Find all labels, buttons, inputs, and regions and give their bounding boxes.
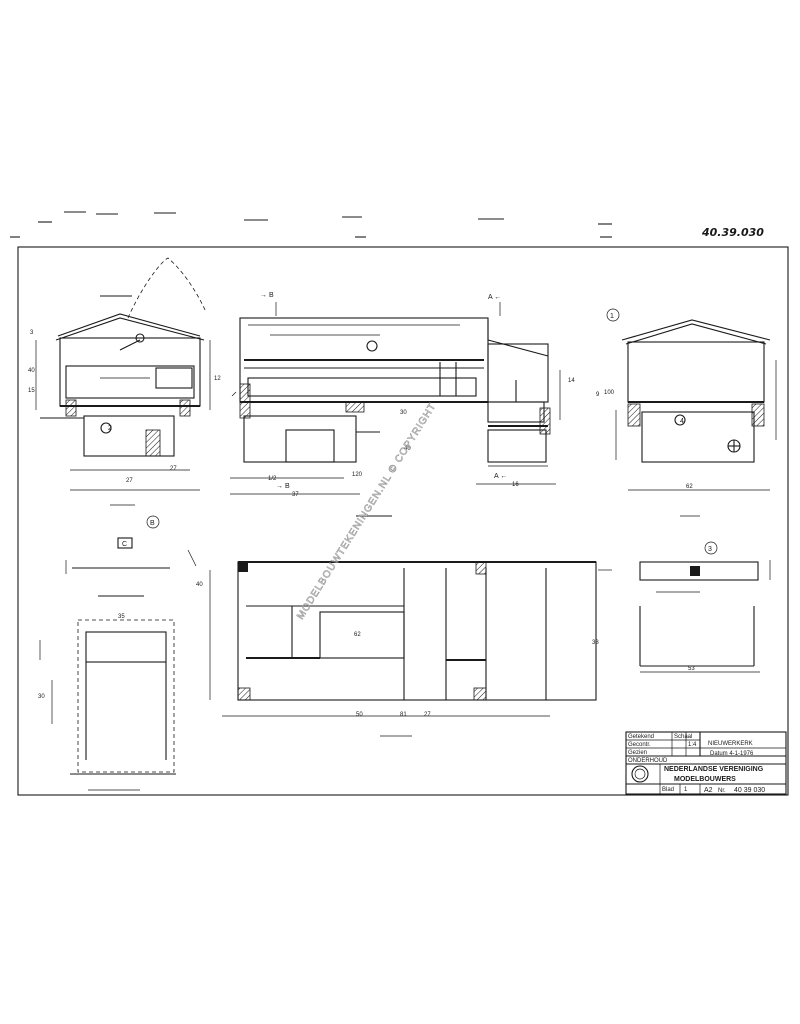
svg-text:3: 3 — [708, 546, 712, 553]
svg-text:2: 2 — [108, 425, 112, 432]
view-detail-c: C — [65, 537, 197, 597]
svg-text:120: 120 — [352, 472, 363, 478]
svg-text:53: 53 — [688, 666, 695, 672]
svg-text:62: 62 — [354, 632, 361, 638]
svg-text:1:4: 1:4 — [688, 742, 697, 748]
svg-text:ONDERHOUD: ONDERHOUD — [628, 758, 668, 764]
copyright-watermark: MODELBOUWTEKENINGEN.NL © COPYRIGHT — [295, 401, 439, 622]
svg-text:MODELBOUWERS: MODELBOUWERS — [674, 776, 736, 783]
svg-text:37: 37 — [292, 492, 299, 498]
svg-text:40: 40 — [404, 446, 411, 452]
svg-text:Nr.: Nr. — [718, 788, 726, 794]
top-margin-marks — [10, 211, 612, 238]
svg-text:1: 1 — [684, 787, 688, 793]
svg-text:NIEUWERKERK: NIEUWERKERK — [708, 741, 753, 747]
corner-drawing-number: 40.39.030 — [701, 226, 764, 239]
svg-text:27: 27 — [424, 712, 431, 718]
svg-text:40: 40 — [196, 582, 203, 588]
svg-text:1/2: 1/2 — [268, 476, 277, 482]
svg-text:C: C — [122, 541, 127, 548]
svg-text:Blad: Blad — [662, 787, 674, 793]
svg-text:Datum 4-1-1976: Datum 4-1-1976 — [710, 751, 754, 757]
svg-text:A ←: A ← — [488, 294, 501, 301]
view-top-plan: 50 81 27 62 40 38 — [196, 561, 612, 737]
view-end-elevation-left: 3 40 15 12 27 27 B — [28, 257, 221, 529]
svg-text:50: 50 — [356, 712, 363, 718]
svg-text:16: 16 — [512, 482, 519, 488]
svg-text:35: 35 — [118, 614, 125, 620]
svg-text:3: 3 — [30, 330, 34, 336]
svg-text:38: 38 — [592, 640, 599, 646]
svg-text:27: 27 — [170, 466, 177, 472]
svg-text:→ B: → B — [260, 292, 274, 299]
sheet-border — [17, 246, 789, 796]
title-block: Getekend Gecontr. Gezien Schaal 1:4 NIEU… — [625, 731, 787, 795]
svg-text:62: 62 — [686, 484, 693, 490]
svg-text:A ←: A ← — [494, 473, 507, 480]
svg-text:Gecontr.: Gecontr. — [628, 742, 651, 748]
svg-text:9: 9 — [596, 392, 600, 398]
view-end-elevation-right: 100 62 1 — [604, 308, 777, 517]
svg-text:40 39 030: 40 39 030 — [734, 787, 765, 794]
svg-text:Schaal: Schaal — [674, 734, 692, 740]
svg-text:100: 100 — [604, 390, 615, 396]
svg-text:12: 12 — [214, 376, 221, 382]
view-detail-floor-plan: 35 30 — [38, 614, 176, 791]
view-detail-3: 3 53 — [639, 541, 771, 673]
svg-text:30: 30 — [400, 410, 407, 416]
svg-text:15: 15 — [28, 388, 35, 394]
svg-text:Getekend: Getekend — [628, 734, 654, 740]
view-side-section: → B A ← 30 40 120 1/2 — [230, 292, 600, 517]
svg-text:40: 40 — [28, 368, 35, 374]
svg-text:27: 27 — [126, 478, 133, 484]
svg-text:4: 4 — [680, 418, 684, 425]
svg-text:Gezien: Gezien — [628, 750, 647, 756]
svg-text:1: 1 — [610, 313, 614, 320]
svg-text:B: B — [150, 520, 155, 527]
svg-text:NEDERLANDSE VERENIGING: NEDERLANDSE VERENIGING — [664, 766, 764, 773]
svg-text:30: 30 — [38, 694, 45, 700]
svg-text:14: 14 — [568, 378, 575, 384]
svg-text:A2: A2 — [704, 787, 713, 794]
svg-text:81: 81 — [400, 712, 407, 718]
section-markers-lower: → B A ← 2 4 — [108, 418, 684, 490]
svg-text:→ B: → B — [276, 483, 290, 490]
